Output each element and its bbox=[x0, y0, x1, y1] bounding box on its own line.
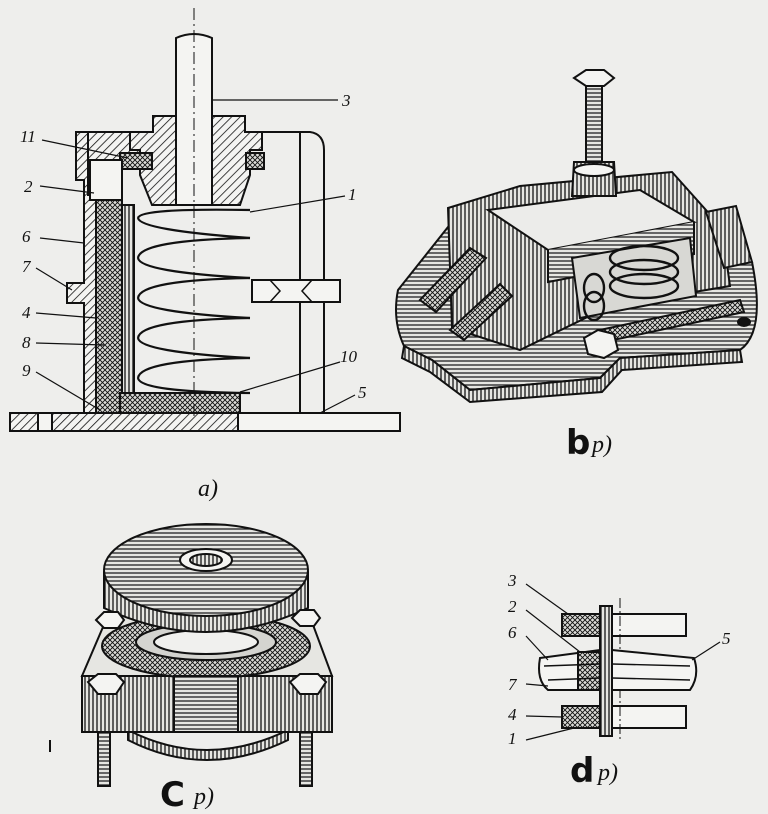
label-a-9: 9 bbox=[22, 361, 31, 380]
rubber-liner bbox=[95, 197, 123, 414]
caption-d-letter: d bbox=[570, 751, 594, 791]
caption-d-mark: p) bbox=[596, 760, 618, 786]
label-a-1: 1 bbox=[348, 185, 357, 204]
top-washer-right bbox=[245, 152, 265, 170]
inner-sleeve bbox=[121, 204, 135, 396]
b-corner-nut bbox=[582, 328, 620, 360]
label-a-7: 7 bbox=[22, 257, 32, 276]
figure-b-mount bbox=[395, 69, 758, 404]
housing-right bbox=[258, 131, 325, 413]
c-lower-dome bbox=[127, 728, 289, 761]
top-washer bbox=[119, 152, 153, 170]
d-top-bar bbox=[601, 613, 687, 637]
figure-d-section bbox=[538, 598, 698, 740]
label-d-7: 7 bbox=[508, 675, 518, 694]
b-rib-left bbox=[418, 246, 488, 314]
d-shaft bbox=[599, 605, 613, 737]
c-nut-left bbox=[86, 673, 126, 695]
c-nut-back-left bbox=[94, 611, 126, 629]
d-bottom-pad bbox=[561, 705, 603, 729]
c-nut-right bbox=[288, 673, 328, 695]
label-a-3: 3 bbox=[341, 91, 351, 110]
d-rubber bbox=[577, 651, 601, 691]
label-d-4: 4 bbox=[508, 705, 517, 724]
label-a-8: 8 bbox=[22, 333, 31, 352]
figure-d-labels bbox=[525, 583, 721, 741]
bottom-pad bbox=[119, 392, 241, 414]
b-hex-head bbox=[572, 69, 616, 87]
cap-ring bbox=[89, 159, 123, 201]
label-a-2: 2 bbox=[24, 177, 33, 196]
label-a-4: 4 bbox=[22, 303, 31, 322]
label-a-5: 5 bbox=[358, 383, 367, 402]
figure-a-section bbox=[9, 8, 401, 432]
caption-a: a) bbox=[198, 476, 218, 502]
label-a-10: 10 bbox=[340, 347, 358, 366]
b-bolt-shank bbox=[585, 85, 603, 163]
label-a-6: 6 bbox=[22, 227, 31, 246]
base-plate-plain bbox=[237, 412, 401, 432]
c-stud-left bbox=[97, 729, 111, 787]
figure-a-labels bbox=[35, 99, 356, 414]
housing-left-wall bbox=[66, 131, 97, 414]
side-tube bbox=[251, 279, 341, 303]
label-a-11: 11 bbox=[20, 127, 36, 146]
c-stud-right bbox=[299, 729, 313, 787]
label-d-1: 1 bbox=[508, 729, 517, 748]
d-top-pad bbox=[561, 613, 603, 637]
figure-c-mount bbox=[80, 523, 334, 787]
caption-b-letter: b bbox=[566, 423, 590, 463]
caption-c-letter: C bbox=[160, 775, 185, 814]
d-bottom-bar bbox=[601, 705, 687, 729]
c-nut-back-right bbox=[290, 609, 322, 627]
coil-spring bbox=[136, 208, 251, 395]
label-d-5: 5 bbox=[722, 629, 731, 648]
label-d-2: 2 bbox=[508, 597, 517, 616]
caption-b-mark: p) bbox=[590, 432, 612, 458]
caption-c-mark: p) bbox=[192, 784, 214, 810]
label-d-6: 6 bbox=[508, 623, 517, 642]
base-plate-hole bbox=[37, 412, 53, 432]
label-d-3: 3 bbox=[507, 571, 517, 590]
